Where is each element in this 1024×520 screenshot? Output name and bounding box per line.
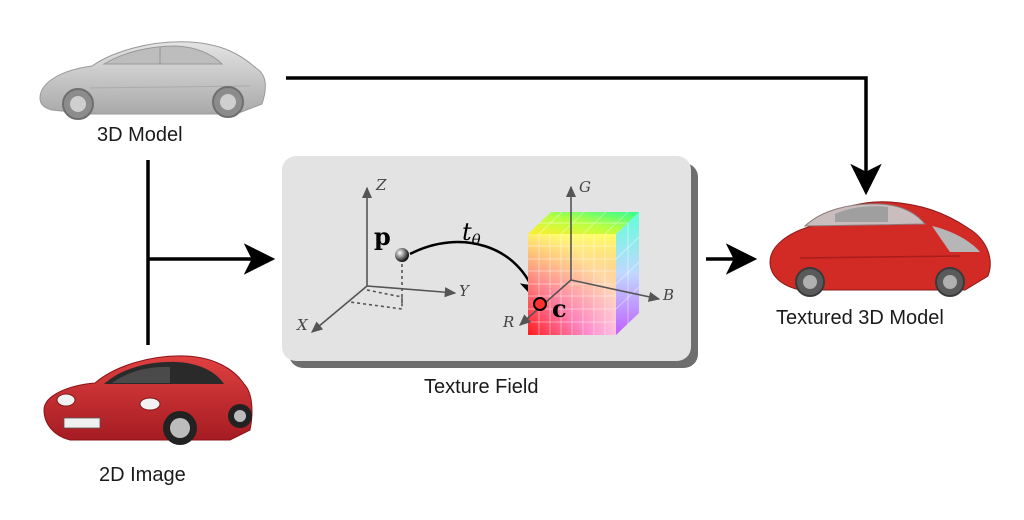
flow-arrows bbox=[146, 76, 882, 345]
axis-z-label: Z bbox=[375, 176, 387, 194]
label-texture-field: Texture Field bbox=[424, 376, 539, 398]
red-textured-car bbox=[769, 201, 991, 297]
axis-b-label: B bbox=[662, 286, 674, 304]
symbol-p: p bbox=[374, 222, 391, 251]
label-textured-3d-model: Textured 3D Model bbox=[776, 307, 944, 329]
label-2d-image: 2D Image bbox=[99, 464, 186, 486]
red-sports-car-photo bbox=[43, 355, 253, 445]
arrow-model-to-output bbox=[286, 76, 882, 196]
symbol-c: c bbox=[552, 294, 567, 323]
color-point-c bbox=[533, 297, 547, 311]
label-3d-model: 3D Model bbox=[97, 124, 183, 146]
gray-3d-car-model bbox=[39, 41, 266, 120]
axis-y-label: Y bbox=[459, 282, 471, 300]
point-p-sphere bbox=[395, 248, 409, 262]
symbol-t-theta: tθ bbox=[462, 218, 481, 249]
axis-r-label: R bbox=[502, 313, 514, 331]
rgb-color-cube bbox=[528, 211, 640, 335]
axis-g-label: G bbox=[579, 178, 591, 196]
xyz-axes bbox=[311, 186, 457, 333]
axis-x-label: X bbox=[296, 316, 309, 334]
